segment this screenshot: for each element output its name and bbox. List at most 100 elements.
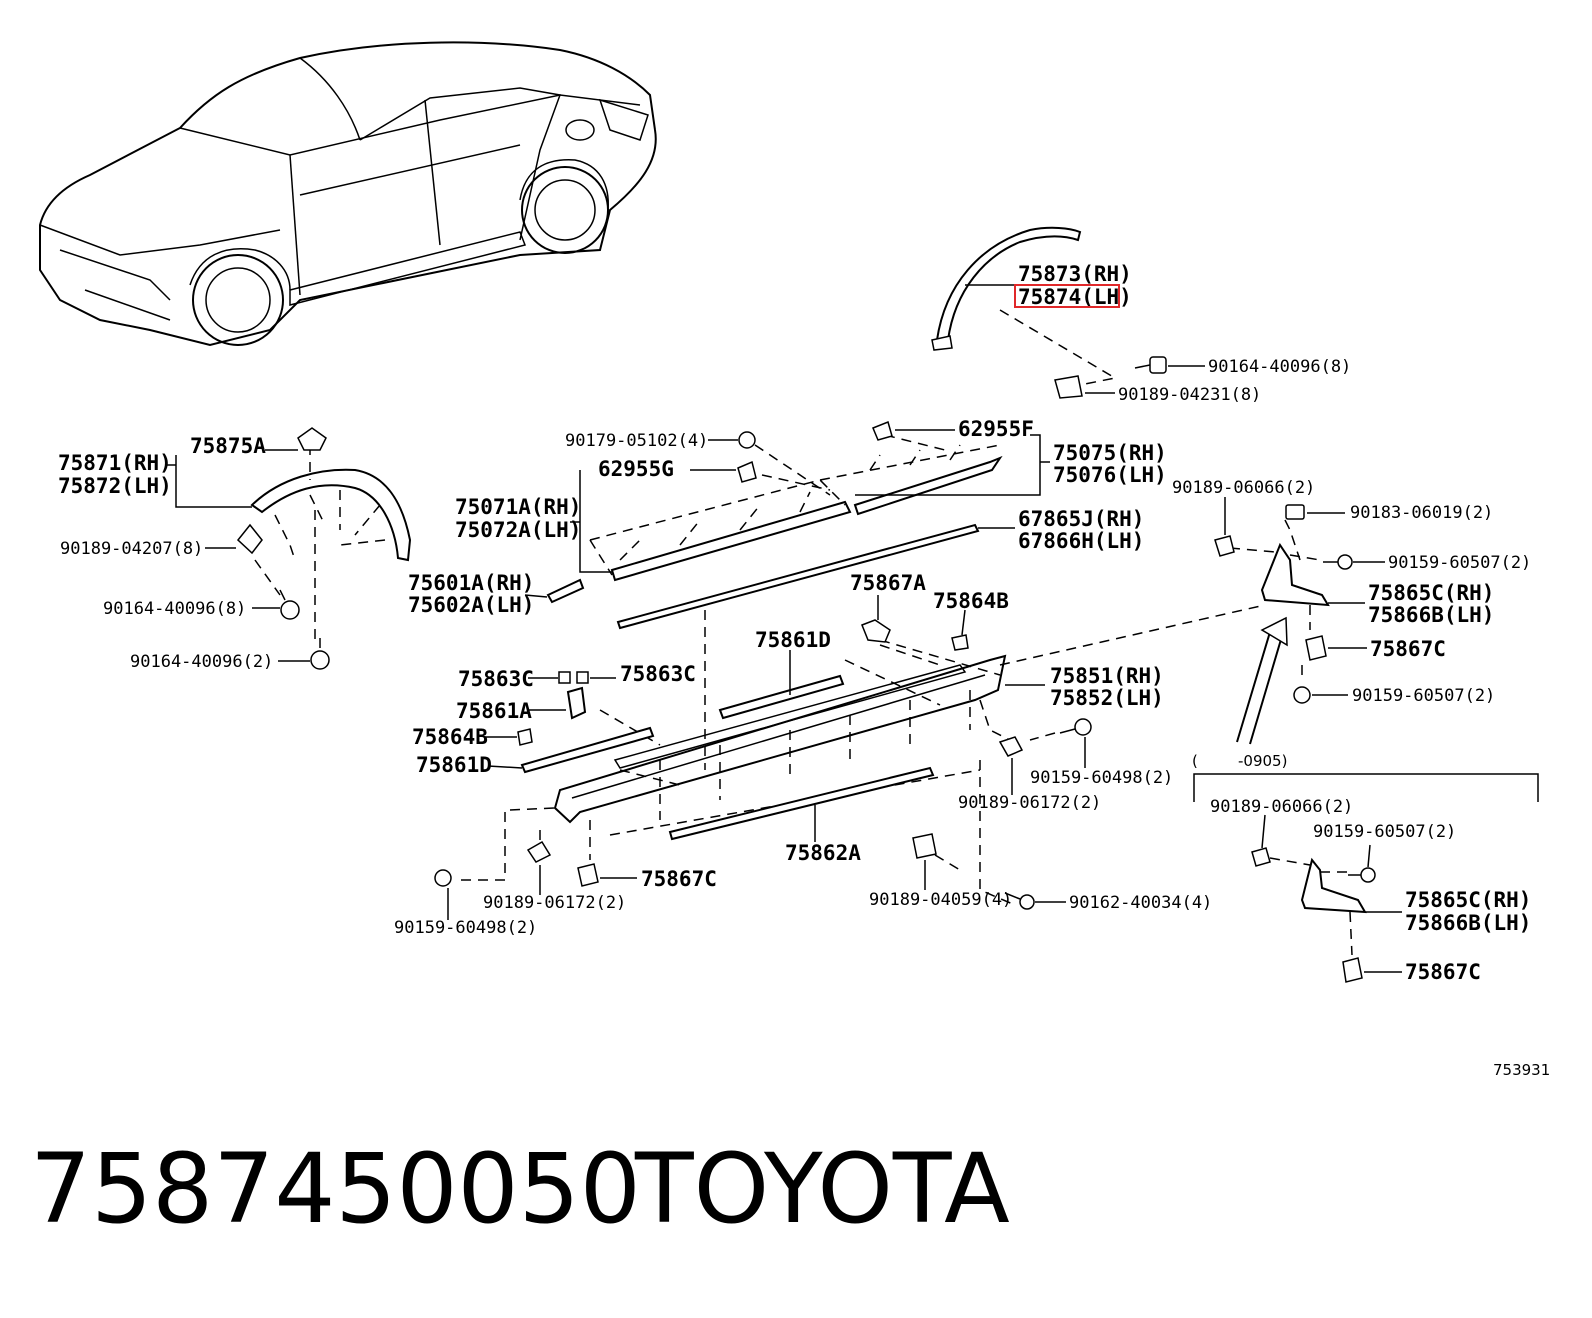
label-75601a-rh[interactable]: 75601A(RH): [408, 571, 534, 595]
label-90189-06066-2-right[interactable]: 90189-06066(2): [1172, 478, 1315, 498]
label-75863c-right[interactable]: 75863C: [620, 662, 696, 686]
label-90164-40096-8-left[interactable]: 90164-40096(8): [103, 599, 246, 619]
label-90162-40034-4[interactable]: 90162-40034(4): [1069, 893, 1212, 913]
label-75866b-lh-right[interactable]: 75866B(LH): [1368, 603, 1494, 627]
label-75862a[interactable]: 75862A: [785, 841, 861, 865]
label-75866b-lh-box[interactable]: 75866B(LH): [1405, 911, 1531, 935]
label-75602a-lh[interactable]: 75602A(LH): [408, 593, 534, 617]
clip-icon[interactable]: [577, 863, 599, 887]
label-90164-40096-2-left[interactable]: 90164-40096(2): [130, 652, 273, 672]
screw-icon[interactable]: [1004, 892, 1035, 910]
clip-icon[interactable]: [236, 523, 263, 555]
pad-icon[interactable]: [558, 671, 571, 684]
rear-door-moulding-part[interactable]: [853, 455, 1003, 516]
rocker-moulding-front-part[interactable]: [520, 726, 655, 774]
label-90189-06172-2-mid[interactable]: 90189-06172(2): [958, 793, 1101, 813]
label-90189-06172-2-bottom[interactable]: 90189-06172(2): [483, 893, 626, 913]
label-75872-lh[interactable]: 75872(LH): [58, 474, 172, 498]
clip-icon[interactable]: [297, 427, 327, 451]
wheel-arch-clip-part: [931, 335, 953, 351]
label-90179-05102-4[interactable]: 90179-05102(4): [565, 431, 708, 451]
label-75867c-box[interactable]: 75867C: [1405, 960, 1481, 984]
rocker-upper-strip: [613, 664, 967, 769]
clip-icon[interactable]: [1214, 535, 1235, 557]
label-90159-60507-2-r1[interactable]: 90159-60507(2): [1388, 553, 1531, 573]
label-75851-rh[interactable]: 75851(RH): [1050, 664, 1164, 688]
diagram-id: 753931: [1493, 1061, 1550, 1079]
rocker-moulding-upper-part[interactable]: [718, 674, 845, 720]
label-75861d-left[interactable]: 75861D: [416, 753, 492, 777]
clip-icon[interactable]: [861, 619, 891, 643]
label-75873-rh[interactable]: 75873(RH): [1018, 262, 1132, 286]
label-75071a-rh[interactable]: 75071A(RH): [455, 495, 581, 519]
label-75871-rh[interactable]: 75871(RH): [58, 451, 172, 475]
label-75852-lh[interactable]: 75852(LH): [1050, 686, 1164, 710]
weatherstrip-part[interactable]: [616, 523, 980, 630]
bracket-part[interactable]: [566, 686, 587, 720]
screw-icon[interactable]: [1059, 718, 1092, 736]
label-90159-60498-2-mid[interactable]: 90159-60498(2): [1030, 768, 1173, 788]
label-90183-06019-2[interactable]: 90183-06019(2): [1350, 503, 1493, 523]
screw-icon[interactable]: [434, 869, 452, 887]
clip-icon[interactable]: [526, 840, 552, 863]
label-75867c-bottom[interactable]: 75867C: [641, 867, 717, 891]
door-mouldings-group: 90179-05102(4) 62955G 62955F 75075(RH) 7…: [408, 417, 1167, 630]
nut-icon[interactable]: [1285, 504, 1305, 520]
screw-icon[interactable]: [279, 589, 300, 620]
label-75865c-rh-box[interactable]: 75865C(RH): [1405, 888, 1531, 912]
label-75076-lh[interactable]: 75076(LH): [1053, 463, 1167, 487]
screw-icon[interactable]: [1134, 356, 1167, 374]
label-90164-40096-8-top[interactable]: 90164-40096(8): [1208, 357, 1351, 377]
bracket-part[interactable]: [1260, 542, 1330, 607]
nut-icon[interactable]: [738, 431, 756, 449]
clip-icon[interactable]: [1251, 847, 1271, 867]
clip-icon[interactable]: [872, 420, 893, 441]
clip-icon[interactable]: [998, 736, 1024, 757]
label-90189-04059-4[interactable]: 90189-04059(4): [869, 890, 1012, 910]
front-arch-moulding-part[interactable]: [250, 468, 412, 562]
label-75861d-top[interactable]: 75861D: [755, 628, 831, 652]
label-75864b-left[interactable]: 75864B: [412, 725, 488, 749]
label-75874-lh[interactable]: 75874(LH): [1018, 285, 1132, 309]
label-75864b-top[interactable]: 75864B: [933, 589, 1009, 613]
bracket-part[interactable]: [1300, 857, 1367, 914]
label-90189-04207-8[interactable]: 90189-04207(8): [60, 539, 203, 559]
front-door-moulding-part[interactable]: [610, 500, 852, 582]
rocker-panel-group: 75851(RH) 75852(LH) 75867A 75864B 75861D…: [394, 571, 1266, 938]
screw-icon[interactable]: [1348, 867, 1376, 883]
label-75867c-right[interactable]: 75867C: [1370, 637, 1446, 661]
label-75861a[interactable]: 75861A: [456, 699, 532, 723]
end-cap-part[interactable]: [546, 578, 585, 604]
clip-icon[interactable]: [912, 833, 937, 859]
clip-icon[interactable]: [1342, 957, 1363, 983]
clip-icon[interactable]: [1054, 375, 1083, 399]
rocker-lower-strip-part[interactable]: [668, 766, 935, 841]
pad-icon[interactable]: [576, 671, 589, 684]
label-75867a[interactable]: 75867A: [850, 571, 926, 595]
label-62955f[interactable]: 62955F: [958, 417, 1034, 441]
version-note-code: -0905): [1238, 752, 1287, 770]
label-90189-06066-2-box[interactable]: 90189-06066(2): [1210, 797, 1353, 817]
label-90189-04231-8[interactable]: 90189-04231(8): [1118, 385, 1261, 405]
rocker-panel-part[interactable]: [553, 654, 1007, 824]
clip-icon[interactable]: [737, 460, 757, 483]
label-90159-60507-2-box[interactable]: 90159-60507(2): [1313, 822, 1456, 842]
label-75075-rh[interactable]: 75075(RH): [1053, 441, 1167, 465]
wheel-arch-moulding-part[interactable]: [935, 226, 1082, 341]
label-75865c-rh-right[interactable]: 75865C(RH): [1368, 581, 1494, 605]
label-75875a[interactable]: 75875A: [190, 434, 266, 458]
screw-icon[interactable]: [1323, 554, 1353, 570]
label-67865j-rh[interactable]: 67865J(RH): [1018, 507, 1144, 531]
clip-icon[interactable]: [1305, 635, 1327, 661]
screw-icon[interactable]: [310, 638, 330, 670]
label-67866h-lh[interactable]: 67866H(LH): [1018, 529, 1144, 553]
label-75072a-lh[interactable]: 75072A(LH): [455, 518, 581, 542]
clip-icon[interactable]: [517, 728, 533, 746]
label-90159-60507-2-r2[interactable]: 90159-60507(2): [1352, 686, 1495, 706]
label-90159-60498-2-bottom[interactable]: 90159-60498(2): [394, 918, 537, 938]
clip-icon[interactable]: [951, 634, 969, 651]
label-75863c-left[interactable]: 75863C: [458, 667, 534, 691]
screw-icon[interactable]: [1293, 686, 1311, 704]
version-note-open: (: [1192, 752, 1198, 770]
label-62955g[interactable]: 62955G: [598, 457, 674, 481]
